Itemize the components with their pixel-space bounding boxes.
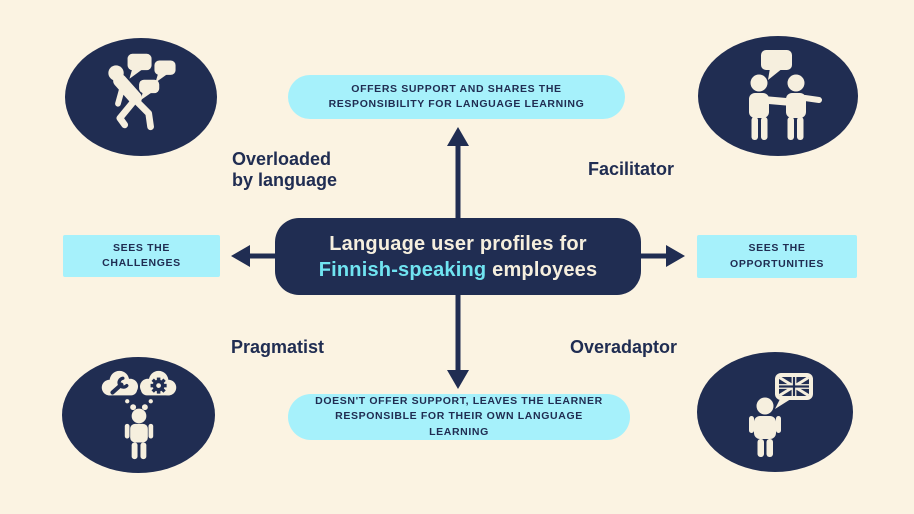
center-title-line1: Language user profiles for <box>329 232 587 255</box>
axis-label-right: SEES THE OPPORTUNITIES <box>697 235 857 278</box>
axis-label-top: OFFERS SUPPORT AND SHARES THE RESPONSIBI… <box>288 75 625 119</box>
profile-ellipse-facilitator <box>698 36 858 156</box>
gear-icon <box>150 377 167 394</box>
uk-flag-icon <box>778 376 810 397</box>
axis-label-top-text: OFFERS SUPPORT AND SHARES THE RESPONSIBI… <box>328 82 585 110</box>
axis-label-left: SEES THE CHALLENGES <box>63 235 220 277</box>
profile-ellipse-overloaded <box>65 38 217 156</box>
person-thought-clouds-wrench-gear-icon <box>101 370 176 460</box>
axis-label-right-text: SEES THE OPPORTUNITIES <box>730 242 824 270</box>
profile-label-pragmatist: Pragmatist <box>231 337 325 357</box>
profile-label-facilitator: Facilitator <box>588 159 675 179</box>
handshake-people-speech-bubble-icon <box>749 50 822 140</box>
person-uk-flag-speech-bubble-icon <box>749 373 813 457</box>
arrowhead-down-icon <box>447 370 469 389</box>
profile-label-overloaded: Overloaded by language <box>232 149 338 190</box>
center-title-line2-rest: employees <box>486 258 598 281</box>
profile-ellipse-pragmatist <box>62 357 215 473</box>
overloaded-walker-speech-bubbles-icon <box>108 53 176 131</box>
profile-label-overadaptor: Overadaptor <box>570 337 678 357</box>
center-title-highlight: Finnish-speaking <box>318 258 487 281</box>
axis-label-left-text: SEES THE CHALLENGES <box>102 241 181 269</box>
arrowhead-left-icon <box>231 245 250 267</box>
arrowhead-right-icon <box>666 245 685 267</box>
axis-label-bottom: DOESN'T OFFER SUPPORT, LEAVES THE LEARNE… <box>288 394 630 440</box>
center-title-line2: Finnish-speaking employees <box>319 257 598 283</box>
arrowhead-up-icon <box>447 127 469 146</box>
axis-label-bottom-text: DOESN'T OFFER SUPPORT, LEAVES THE LEARNE… <box>315 395 603 438</box>
profile-ellipse-overadaptor <box>697 352 853 472</box>
center-title-box: Language user profiles for Finnish-speak… <box>275 218 641 295</box>
wrench-icon <box>109 376 128 395</box>
